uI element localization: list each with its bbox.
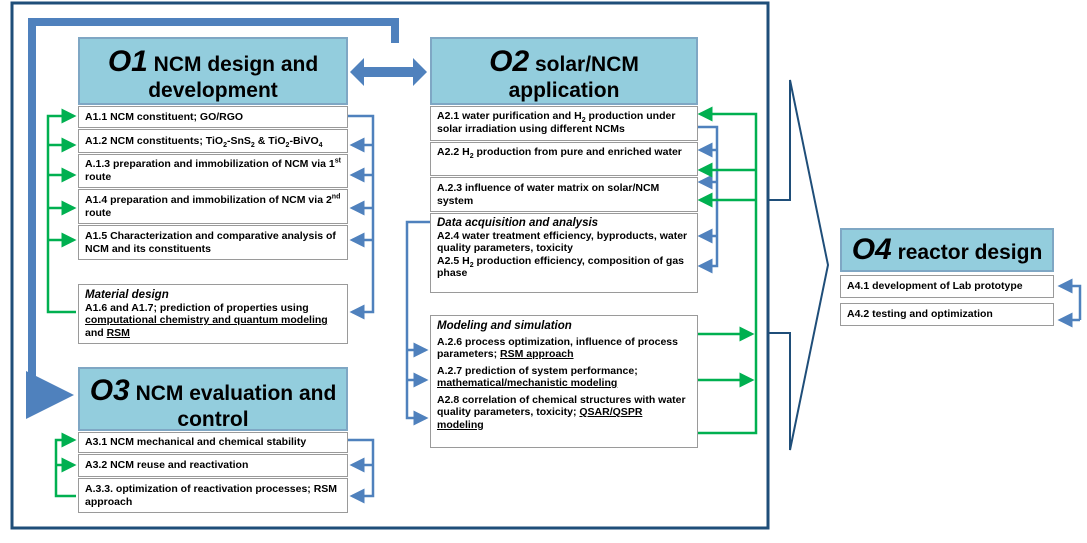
a25-sub: 2: [469, 261, 474, 269]
o2-title: solar/NCM application: [508, 53, 639, 102]
a21-box: A2.1 water purification and H2 productio…: [430, 106, 698, 141]
a21-text: A2.1 water purification and H: [437, 110, 582, 122]
o3-blue-bracket: [348, 438, 375, 504]
a14-box: A1.4 preparation and immobilization of N…: [78, 189, 348, 224]
a33-box: A.3.3. optimization of reactivation proc…: [78, 478, 348, 513]
data-to-modeling-bracket: [405, 220, 430, 426]
material-design-title: Material design: [85, 289, 169, 301]
o2-code: O2: [489, 45, 530, 78]
a23-text: A.2.3 influence of water matrix on solar…: [437, 182, 660, 207]
a31-box: A3.1 NCM mechanical and chemical stabili…: [78, 432, 348, 453]
data-acquisition-title: Data acquisition and analysis: [437, 217, 599, 229]
a28-pre: A2.8 correlation of chemical structures …: [437, 393, 686, 419]
material-design-link2: RSM: [106, 326, 130, 339]
a12-text3: & TiO: [254, 135, 286, 147]
outer-frame: [10, 1, 770, 530]
o2-blue-bracket: [697, 125, 719, 274]
a26-link: RSM approach: [500, 348, 574, 360]
a12-sub2: 2: [250, 142, 255, 150]
a28-link: QSAR/QSPR modeling: [437, 406, 643, 431]
a23-box: A.2.3 influence of water matrix on solar…: [430, 177, 698, 212]
a31-text: A3.1 NCM mechanical and chemical stabili…: [85, 436, 307, 448]
a28-text: A2.8 correlation of chemical structures …: [437, 394, 691, 432]
a15-text: A1.5 Characterization and comparative an…: [85, 230, 336, 255]
material-design-and: and: [85, 326, 107, 339]
o1-title: NCM design and development: [147, 53, 319, 102]
a14-sup: nd: [331, 193, 341, 201]
modeling-title: Modeling and simulation: [437, 320, 572, 332]
a32-box: A3.2 NCM reuse and reactivation: [78, 454, 348, 477]
o4-funnel: [768, 79, 830, 451]
material-design-text: A1.6 and A1.7; prediction of properties …: [85, 301, 309, 314]
a12-sub3: 2: [285, 142, 290, 150]
a41-text: A4.1 development of Lab prototype: [847, 280, 1023, 292]
modeling-box: Modeling and simulation A.2.6 process op…: [430, 315, 698, 448]
o1-green-bracket: [46, 108, 77, 314]
a11-box: A1.1 NCM constituent; GO/RGO: [78, 106, 348, 128]
data-acquisition-box: Data acquisition and analysis A2.4 water…: [430, 213, 698, 293]
material-design-link1: computational chemistry and quantum mode…: [85, 314, 328, 326]
o1-header: O1 NCM design and development: [78, 37, 348, 105]
a26-pre: A.2.6 process optimization, influence of…: [437, 335, 678, 361]
a12-text2: -SnS: [226, 135, 251, 147]
o1-o2-double-arrow: [350, 58, 427, 86]
a13-sup: st: [334, 157, 341, 165]
o4-title: reactor design: [891, 241, 1043, 264]
a14-text: A1.4 preparation and immobilization of N…: [85, 194, 332, 206]
a33-text: A.3.3. optimization of reactivation proc…: [85, 483, 338, 508]
a21-text2: production under solar irradiation using…: [437, 110, 676, 135]
a42-text: A4.2 testing and optimization: [847, 308, 993, 320]
a25-pre: A2.5 H: [437, 254, 470, 267]
a42-box: A4.2 testing and optimization: [840, 303, 1054, 326]
a12-sub1: 2: [223, 142, 227, 150]
a22-box: A2.2 H2 production from pure and enriche…: [430, 142, 698, 176]
a13-text: A.1.3 preparation and immobilization of …: [85, 158, 335, 170]
o3-title: NCM evaluation and control: [129, 382, 337, 431]
a13-text2: route: [85, 170, 112, 183]
o3-green-bracket: [54, 432, 77, 498]
a24-text: A2.4 water treatment efficiency, byprodu…: [437, 229, 688, 255]
o4-code: O4: [851, 233, 892, 266]
a27-link: mathematical/mechanistic modeling: [437, 377, 618, 389]
a41-box: A4.1 development of Lab prototype: [840, 275, 1054, 298]
o4-header: O4 reactor design: [840, 228, 1054, 272]
o1-blue-bracket: [348, 114, 375, 320]
a22-sub: 2: [469, 153, 474, 161]
a15-box: A1.5 Characterization and comparative an…: [78, 225, 348, 260]
a14-text2: route: [85, 206, 112, 219]
o1-loop-arrow: [26, 18, 399, 419]
a12-text4: -BiVO: [289, 135, 319, 147]
material-design-box: Material design A1.6 and A1.7; predictio…: [78, 284, 348, 344]
a25-text: A2.5 H2 production efficiency, compositi…: [437, 255, 691, 280]
a12-text: A1.2 NCM constituents; TiO: [85, 135, 224, 147]
o4-blue-bracket: [1057, 278, 1082, 320]
a12-sub4: 4: [318, 142, 323, 150]
a12-box: A1.2 NCM constituents; TiO2-SnS2 & TiO2-…: [78, 129, 348, 153]
a22-text2: production from pure and enriched water: [473, 146, 682, 158]
a13-box: A.1.3 preparation and immobilization of …: [78, 154, 348, 188]
a26-text: A.2.6 process optimization, influence of…: [437, 336, 691, 361]
o3-code: O3: [89, 374, 130, 407]
o1-code: O1: [107, 45, 148, 78]
a25-post: production efficiency, composition of ga…: [437, 254, 684, 280]
o2-green-bracket: [697, 106, 758, 332]
a11-text: A1.1 NCM constituent; GO/RGO: [85, 111, 244, 123]
a32-text: A3.2 NCM reuse and reactivation: [85, 459, 249, 471]
a22-text: A2.2 H: [437, 146, 470, 158]
o3-header: O3 NCM evaluation and control: [78, 367, 348, 431]
a21-sub: 2: [581, 117, 586, 125]
a27-text: A.2.7 prediction of system performance; …: [437, 365, 691, 390]
a27-pre: A.2.7 prediction of system performance;: [437, 364, 638, 377]
o2-header: O2 solar/NCM application: [430, 37, 698, 105]
